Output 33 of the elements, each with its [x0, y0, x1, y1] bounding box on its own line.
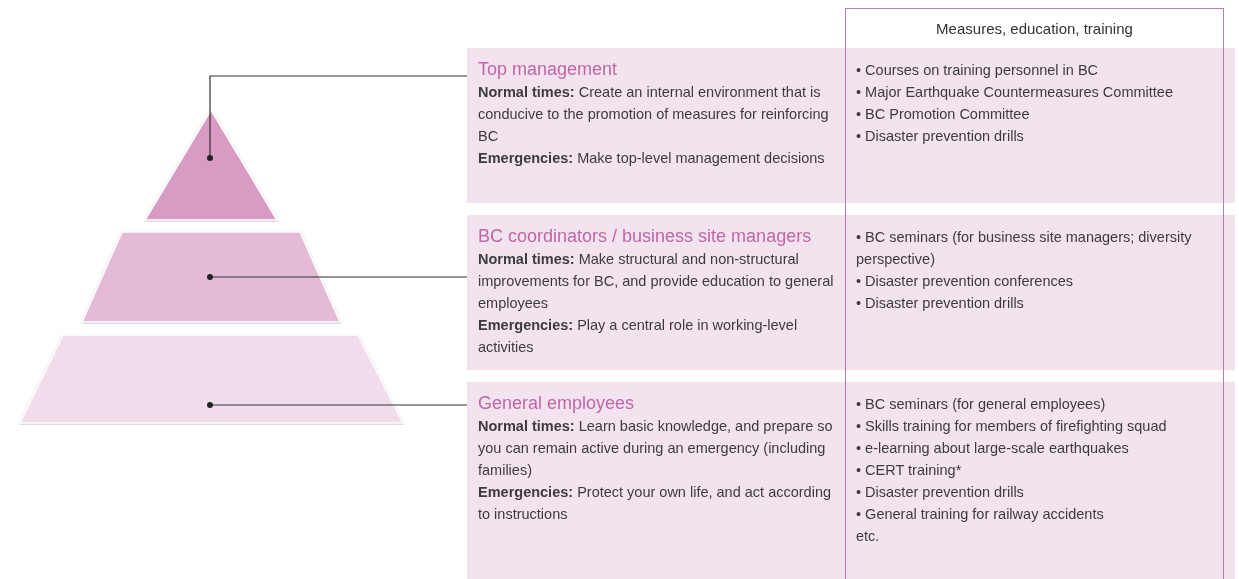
role-band	[467, 215, 1235, 370]
measure-item: • BC seminars (for general employees)	[856, 395, 1107, 414]
role-description: Normal times: Create an internal environment that is conducive to the promotion of measures for reinforcing BC	[478, 83, 830, 146]
column-heading: Measures, education, training	[935, 19, 1134, 39]
measure-item: • BC seminars (for business site managers; diversity perspective)	[856, 228, 1193, 269]
measure-item: • CERT training*	[856, 461, 963, 480]
leader-line	[207, 75, 468, 161]
pyramid-tier	[18, 333, 405, 425]
measure-item: • Disaster prevention conferences	[856, 272, 1075, 291]
role-heading: Top management	[478, 58, 619, 81]
measure-item: • General training for railway accidents	[856, 505, 1105, 524]
measure-item: • Disaster prevention drills	[856, 483, 1025, 502]
role-description: Emergencies: Make top-level management decisions	[478, 149, 826, 168]
measure-item: • e-learning about large-scale earthquakes	[856, 439, 1130, 458]
column-frame	[845, 8, 1224, 579]
measure-item: • Skills training for members of firefighting squad	[856, 417, 1168, 436]
measure-item: • Disaster prevention drills	[856, 127, 1025, 146]
role-heading: BC coordinators / business site managers	[478, 225, 813, 248]
role-description: Emergencies: Play a central role in working-level activities	[478, 316, 799, 357]
measure-item: • BC Promotion Committee	[856, 105, 1031, 124]
pyramid-tier	[80, 230, 342, 324]
role-description: Emergencies: Protect your own life, and act according to instructions	[478, 483, 833, 524]
role-band	[467, 48, 1235, 203]
role-heading: General employees	[478, 392, 636, 415]
leader-line	[207, 274, 468, 280]
measure-item: • Major Earthquake Countermeasures Committee	[856, 83, 1174, 102]
role-description: Normal times: Learn basic knowledge, and prepare so you can remain active during an emergency (including families)	[478, 417, 834, 480]
role-description: Normal times: Make structural and non-structural improvements for BC, and provide education to general employees	[478, 250, 835, 313]
measure-item: • Disaster prevention drills	[856, 294, 1025, 313]
measure-item: • Courses on training personnel in BC	[856, 61, 1100, 80]
measure-item: etc.	[856, 527, 881, 546]
leader-line	[207, 402, 468, 408]
role-band	[467, 382, 1235, 579]
